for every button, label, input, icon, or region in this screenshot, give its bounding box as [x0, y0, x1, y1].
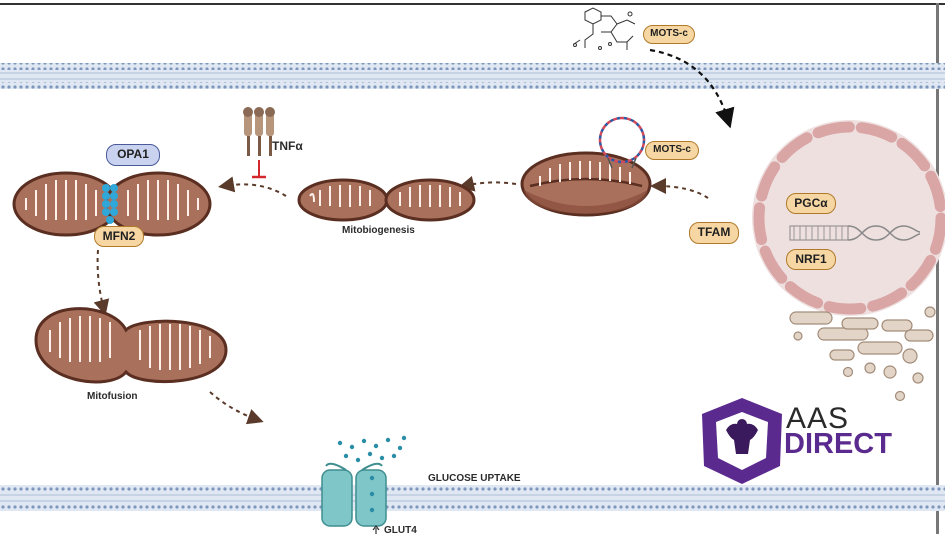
tnf-receptor-icon — [243, 107, 275, 179]
dna-icon — [789, 225, 921, 241]
top-membrane — [0, 63, 945, 89]
arrow-tfam-to-mito — [650, 178, 709, 199]
glut4-transporter-icon — [321, 435, 407, 534]
nrf1-label: NRF1 — [786, 249, 836, 270]
aas-direct-logo-icon — [702, 398, 782, 484]
opa1-label: OPA1 — [106, 144, 160, 166]
mitobiogenesis-pair — [297, 178, 476, 222]
mtdna-loop-icon — [598, 116, 646, 169]
arrow-to-fusion — [218, 176, 287, 197]
mots-c-mid-label: MOTS-c — [645, 141, 699, 160]
mitochondrion-source — [520, 116, 652, 217]
arrow-to-glucose-uptake — [209, 391, 264, 425]
arrow-to-mitobiogenesis — [458, 175, 517, 192]
mitobiogenesis-label: Mitobiogenesis — [342, 225, 415, 236]
brand-line-2: DIRECT — [784, 428, 892, 460]
mots-c-top-label: MOTS-c — [643, 25, 695, 44]
right-border — [936, 3, 939, 534]
mfn2-label: MFN2 — [94, 226, 144, 247]
glut4-label: GLUT4 — [384, 525, 417, 536]
nucleus — [752, 120, 945, 402]
top-border — [0, 3, 945, 5]
fusion-proteins-icon — [102, 184, 118, 224]
fusing-mitochondria — [12, 171, 212, 237]
tfam-label: TFAM — [689, 222, 739, 244]
brand-line-1: AAS — [786, 402, 850, 435]
fused-mitochondrion — [34, 307, 228, 384]
mitofusion-label: Mitofusion — [87, 391, 138, 402]
arrow-to-mitofusion — [93, 249, 110, 316]
pgca-label: PGCα — [786, 193, 836, 214]
arrow-mots-c-to-nucleus — [649, 48, 735, 129]
tnfa-label: TNFα — [272, 139, 303, 153]
bottom-membrane — [0, 485, 945, 511]
mots-c-molecule-icon — [573, 7, 636, 50]
glucose-uptake-label: GLUCOSE UPTAKE — [428, 473, 521, 484]
